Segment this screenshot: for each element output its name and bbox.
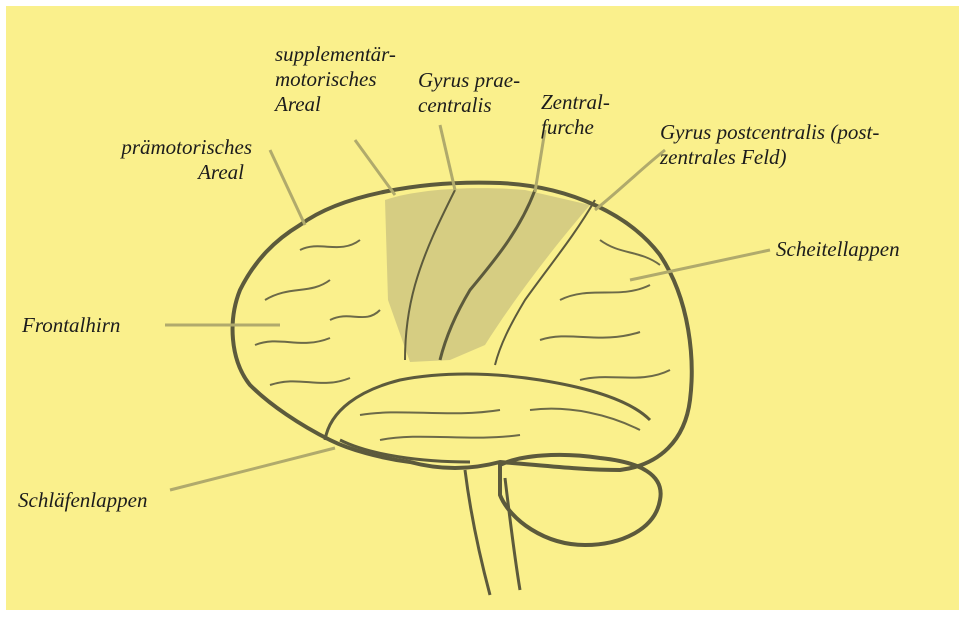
- label-postcentral-line2: zentrales Feld): [660, 145, 787, 170]
- label-supplementary-motor-line2: motorisches: [275, 67, 377, 92]
- label-precentral-line1: Gyrus prae-: [418, 68, 520, 93]
- label-postcentral-line1: Gyrus postcentralis (post-: [660, 120, 879, 145]
- brainstem-outline: [465, 470, 520, 595]
- label-parietal: Scheitellappen: [776, 237, 900, 262]
- label-central-sulcus-line2: furche: [541, 115, 594, 140]
- leader-postcentral: [595, 150, 665, 210]
- gyri-parietal: [540, 240, 670, 380]
- gyri-frontal: [255, 240, 380, 385]
- label-temporal: Schläfenlappen: [18, 488, 147, 513]
- label-supplementary-motor-line3: Areal: [275, 92, 321, 117]
- lateral-fissure: [325, 374, 650, 440]
- gyri-temporal: [360, 409, 640, 440]
- label-premotor-line1: prämotorisches: [60, 135, 252, 160]
- leader-premotor: [270, 150, 305, 225]
- label-supplementary-motor-line1: supplementär-: [275, 42, 396, 67]
- leader-temporal: [170, 448, 335, 490]
- label-precentral-line2: centralis: [418, 93, 492, 118]
- label-premotor-line2: Areal: [60, 160, 244, 185]
- leader-parietal: [630, 250, 770, 280]
- leader-supplementary-motor: [355, 140, 395, 195]
- label-central-sulcus-line1: Zentral-: [541, 90, 610, 115]
- leader-precentral: [440, 125, 455, 190]
- label-frontal: Frontalhirn: [22, 313, 120, 338]
